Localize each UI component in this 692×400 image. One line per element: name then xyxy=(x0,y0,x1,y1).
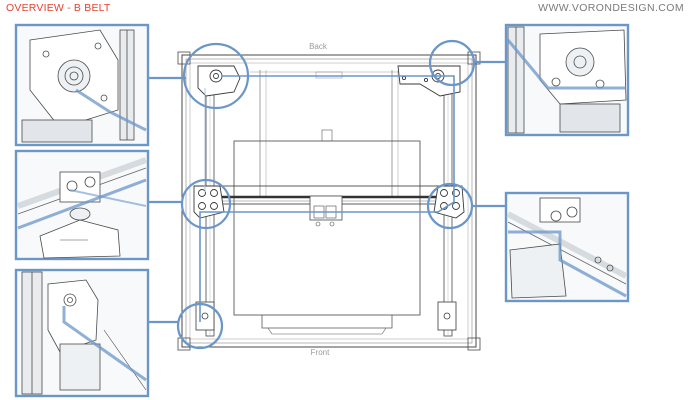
x-gantry xyxy=(213,185,445,227)
callout-connectors xyxy=(148,60,506,324)
front-label: Front xyxy=(311,348,330,357)
highlight-circle-back-left xyxy=(182,42,250,110)
highlight-circle-left-joint xyxy=(180,178,232,230)
page-title: OVERVIEW - B BELT xyxy=(6,2,111,14)
b-motor-mount xyxy=(197,65,241,97)
detail-inset-top-right xyxy=(504,23,630,137)
right-xy-joint xyxy=(433,185,465,219)
back-label: Back xyxy=(309,42,328,51)
detail-inset-top-left xyxy=(14,23,150,147)
detail-inset-bottom-left xyxy=(14,268,150,398)
front-right-idler xyxy=(437,301,457,331)
detail-inset-middle-right xyxy=(504,191,630,303)
left-xy-joint xyxy=(193,185,225,219)
website-label: WWW.VORONDESIGN.COM xyxy=(538,2,684,14)
print-bed xyxy=(233,129,421,335)
highlight-circle-front-left xyxy=(176,302,224,350)
a-motor-mount xyxy=(397,65,461,97)
detail-inset-middle-left xyxy=(14,149,150,261)
